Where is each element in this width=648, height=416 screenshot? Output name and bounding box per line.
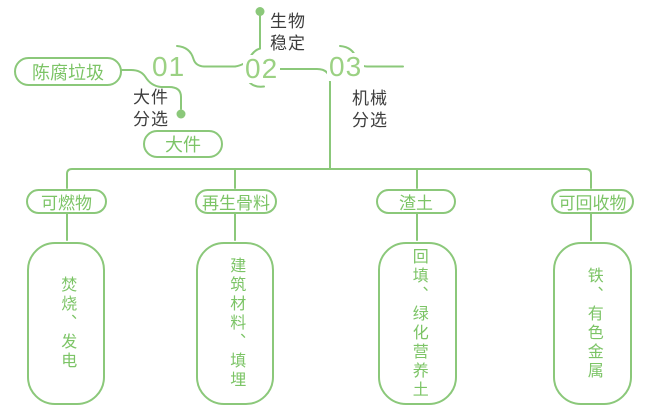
branch-pill-slag-soil-label: 渣土	[399, 194, 433, 213]
output-pill-large-items: 大件	[143, 130, 223, 158]
branch-pill-recyclables-label: 可回收物	[558, 194, 627, 213]
step-label-biological-stabilization: 生物稳定	[270, 12, 306, 54]
node-dot-bio-stabilization	[255, 7, 265, 16]
step-number-01: 01	[150, 51, 188, 82]
line-source-to-large-items	[121, 69, 182, 110]
branch-pill-recycled-aggregate: 再生骨料	[195, 189, 277, 214]
result-text-iron-nonferrous-metals: 铁、有色金属	[584, 266, 602, 381]
step-label-mechanical-sorting: 机械分选	[352, 89, 388, 131]
step-number-03: 03	[327, 51, 365, 82]
line-distribution-bar	[66, 168, 592, 189]
branch-pill-recycled-aggregate-label: 再生骨料	[202, 194, 270, 213]
source-pill-aged-waste: 陈腐垃圾	[14, 57, 122, 86]
step-number-02: 02	[243, 53, 281, 84]
node-dot-large-items	[176, 109, 186, 119]
step-label-large-item-sorting: 大件分选	[133, 88, 169, 130]
output-pill-large-items-label: 大件	[165, 135, 201, 155]
source-pill-label: 陈腐垃圾	[32, 62, 104, 83]
branch-pill-combustibles-label: 可燃物	[41, 194, 92, 213]
result-text-building-materials-landfill: 建筑材料、填埋	[227, 257, 245, 390]
result-text-backfill-nutrient-soil: 回填、绿化营养土	[409, 247, 427, 400]
branch-pill-combustibles: 可燃物	[26, 189, 107, 214]
result-box-recycled-aggregate: 建筑材料、填埋	[196, 242, 274, 405]
result-box-slag-soil: 回填、绿化营养土	[378, 242, 457, 405]
branch-pill-recyclables: 可回收物	[551, 189, 634, 214]
result-box-recyclables: 铁、有色金属	[553, 242, 632, 405]
result-text-incineration-power: 焚烧、发电	[58, 276, 76, 371]
result-box-combustibles: 焚烧、发电	[27, 242, 105, 405]
line-arc-over-step-01	[176, 45, 236, 68]
branch-pill-slag-soil: 渣土	[376, 189, 456, 214]
